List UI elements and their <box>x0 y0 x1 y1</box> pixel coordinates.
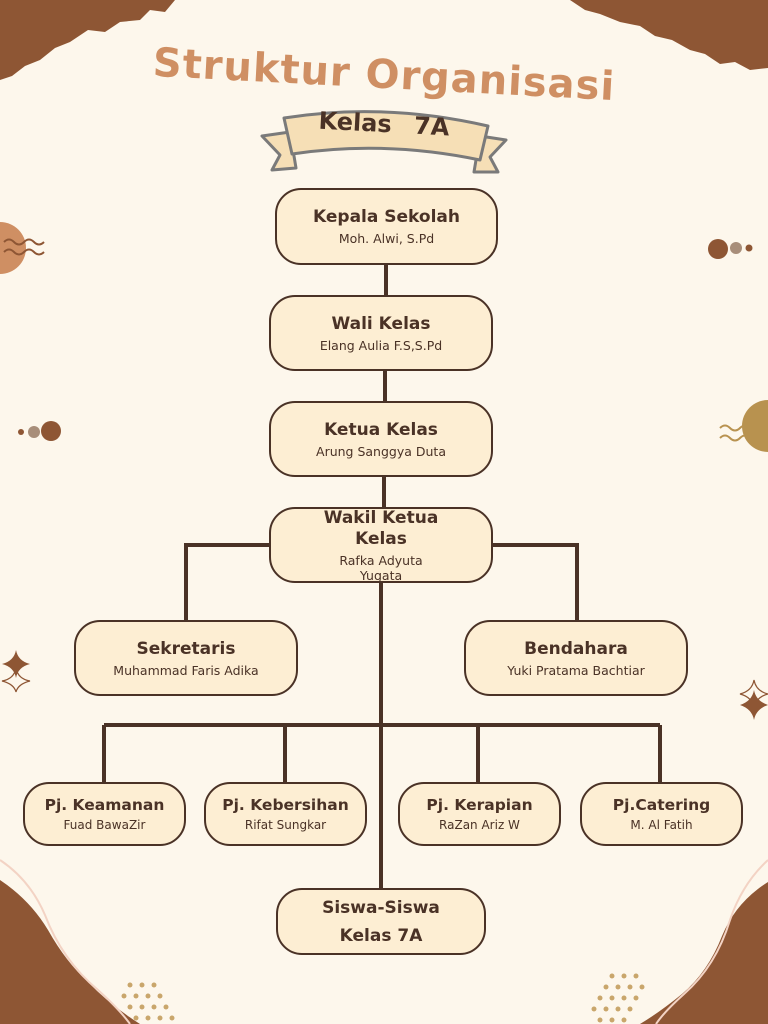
node-name: Rifat Sungkar <box>244 818 327 832</box>
node-wakil-ketua-kelas: Wakil Ketua Kelas Rafka Adyuta Yugata <box>269 507 493 583</box>
node-role: Kepala Sekolah <box>313 207 460 227</box>
blob-bottom-right <box>591 859 768 1024</box>
half-circle-right <box>719 400 768 452</box>
node-ketua-kelas: Ketua Kelas Arung Sanggya Duta <box>269 401 493 477</box>
connector-wakil-bendahara <box>493 543 579 620</box>
node-role: Sekretaris <box>136 638 236 659</box>
node-role: Wakil Ketua Kelas <box>323 507 439 549</box>
blob-bottom-left <box>0 859 175 1024</box>
torn-paper-top-left <box>0 0 175 80</box>
node-pj-catering: Pj.Catering M. Al Fatih <box>580 782 743 846</box>
node-name: Rafka Adyuta Yugata <box>339 552 423 583</box>
sparkle-left <box>1 650 31 693</box>
torn-paper-top-right <box>570 0 768 70</box>
dots-right <box>708 239 753 259</box>
node-name: M. Al Fatih <box>630 818 693 832</box>
connector-wakil-sekretaris <box>184 543 269 620</box>
node-name: Elang Aulia F.S,S.Pd <box>319 337 443 353</box>
connector-lines <box>102 265 662 888</box>
node-role: Wali Kelas <box>331 313 431 334</box>
node-bendahara: Bendahara Yuki Pratama Bachtiar <box>464 620 688 696</box>
node-name: Fuad BawaZir <box>63 818 146 832</box>
node-role: Pj. Keamanan <box>44 796 165 814</box>
node-sekretaris: Sekretaris Muhammad Faris Adika <box>74 620 298 696</box>
node-pj-keamanan: Pj. Keamanan Fuad BawaZir <box>23 782 186 846</box>
node-pj-kerapian: Pj. Kerapian RaZan Ariz W <box>398 782 561 846</box>
node-name: Moh. Alwi, S.Pd <box>338 231 435 246</box>
node-role: Pj.Catering <box>612 796 711 814</box>
node-role: Siswa-Siswa Kelas 7A <box>322 897 440 946</box>
node-name: Muhammad Faris Adika <box>113 662 259 678</box>
node-pj-kebersihan: Pj. Kebersihan Rifat Sungkar <box>204 782 367 846</box>
node-role: Pj. Kerapian <box>426 796 533 814</box>
half-circle-left <box>0 222 45 274</box>
node-name: Arung Sanggya Duta <box>316 443 446 459</box>
node-role: Ketua Kelas <box>324 419 438 440</box>
node-role: Pj. Kebersihan <box>222 796 349 814</box>
node-wali-kelas: Wali Kelas Elang Aulia F.S,S.Pd <box>269 295 493 371</box>
node-name: RaZan Ariz W <box>439 818 520 832</box>
dots-left <box>18 421 61 441</box>
node-name: Yuki Pratama Bachtiar <box>507 662 645 678</box>
sparkle-right <box>739 679 768 720</box>
banner-ribbon <box>260 110 508 174</box>
node-kepala-sekolah: Kepala Sekolah Moh. Alwi, S.Pd <box>275 188 498 265</box>
node-role: Bendahara <box>524 638 628 659</box>
node-siswa-siswa: Siswa-Siswa Kelas 7A <box>276 888 486 955</box>
